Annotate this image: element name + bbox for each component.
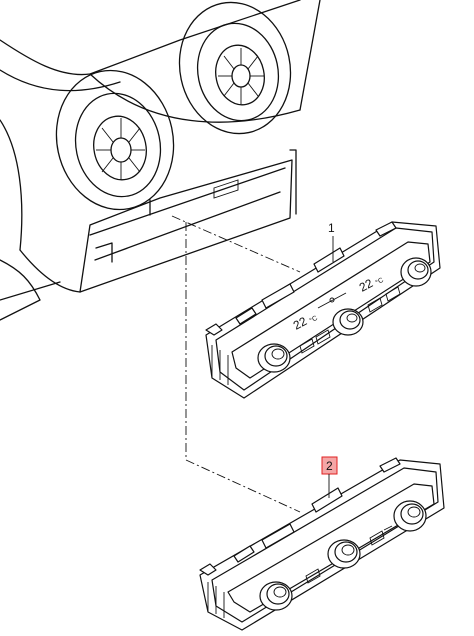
panel-1-left-temp: 22 [291, 314, 310, 333]
fan-icon [317, 292, 347, 309]
panel-2-knob-left [259, 581, 293, 611]
panel-2-knob-middle [327, 539, 361, 569]
dashboard-assembly [0, 0, 321, 321]
callout-2-label[interactable]: 2 [326, 459, 333, 473]
climate-control-panel-1: 22 °C 22 °C [205, 221, 441, 399]
right-air-vent [178, 1, 292, 135]
callout-1: 1 [328, 221, 335, 262]
panel-1-knob-middle [332, 308, 364, 336]
panel-1-knob-left [257, 343, 291, 373]
defrost-icon [369, 530, 385, 546]
panel-1-right-temp: 22 [357, 276, 376, 295]
callout-1-label: 1 [328, 221, 335, 235]
panel-2-knob-right [393, 500, 427, 532]
panel-1-knob-right [400, 257, 432, 287]
recirculation-icon [305, 568, 321, 584]
panel-1-left-unit: °C [308, 314, 319, 325]
callout-2-highlight[interactable] [321, 456, 338, 475]
left-air-vent [55, 69, 175, 211]
climate-control-panel-2 [199, 457, 445, 631]
callout-2[interactable]: 2 [321, 456, 338, 498]
panel-1-right-unit: °C [374, 276, 385, 287]
assembly-lines [171, 215, 301, 513]
